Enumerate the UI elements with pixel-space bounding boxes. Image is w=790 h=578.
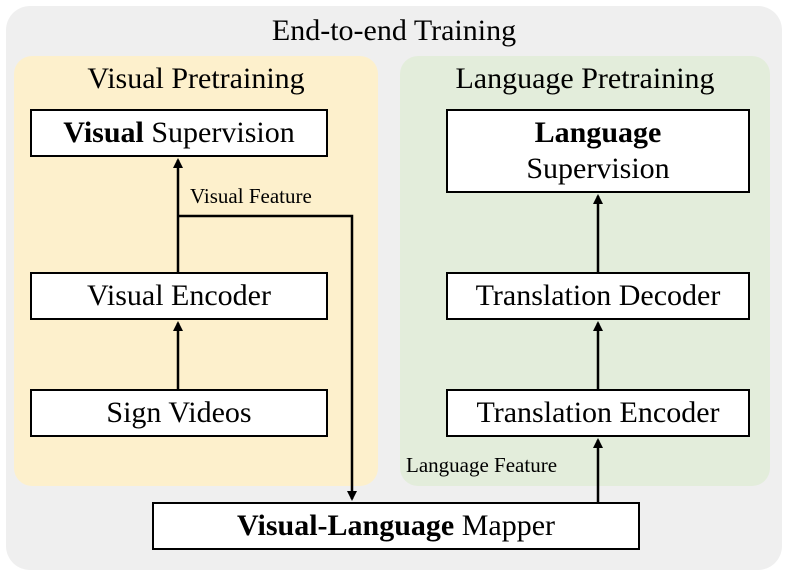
translation-decoder-box: Translation Decoder xyxy=(446,272,750,320)
end-to-end-training-title: End-to-end Training xyxy=(271,14,517,47)
sign-videos-box: Sign Videos xyxy=(30,389,328,437)
visual-encoder-box: Visual Encoder xyxy=(30,272,328,320)
visual-pretraining-title: Visual Pretraining xyxy=(87,62,305,95)
arrow-visual-feature-to-mapper xyxy=(178,214,357,501)
visual-feature-label: Visual Feature xyxy=(190,184,312,208)
visual-language-mapper-box: Visual-Language Mapper xyxy=(152,502,640,550)
language-pretraining-title: Language Pretraining xyxy=(455,62,715,95)
translation-encoder-box: Translation Encoder xyxy=(446,389,750,437)
visual-supervision-bold: Visual xyxy=(63,116,144,149)
visual-supervision-box: Visual Supervision xyxy=(30,109,328,157)
visual-supervision-text: Supervision xyxy=(151,116,295,149)
language-supervision-box: Language Supervision xyxy=(446,109,750,193)
language-supervision-bold: Language xyxy=(534,116,662,149)
language-supervision-text: Supervision xyxy=(526,152,670,185)
mapper-bold: Visual-Language xyxy=(236,509,455,542)
language-feature-label: Language Feature xyxy=(406,453,558,477)
mapper-text: Mapper xyxy=(461,509,556,542)
